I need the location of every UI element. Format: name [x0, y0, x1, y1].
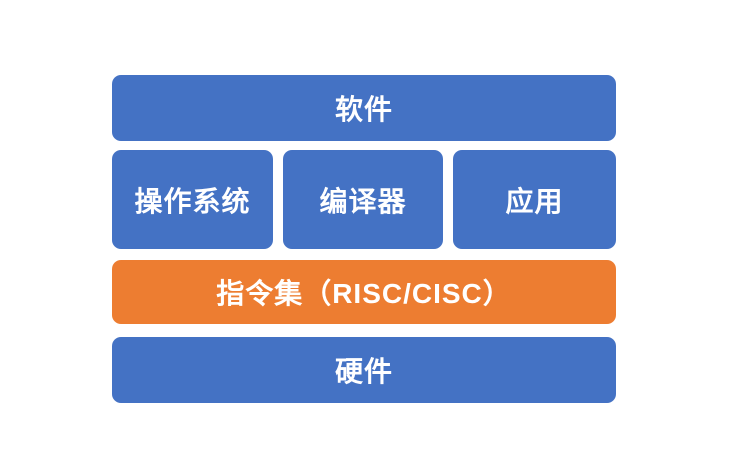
block-application: 应用: [453, 150, 616, 249]
block-operating-system: 操作系统: [112, 150, 273, 249]
block-compiler: 编译器: [283, 150, 443, 249]
block-software: 软件: [112, 75, 616, 141]
block-application-label: 应用: [505, 185, 564, 217]
block-hardware-label: 硬件: [334, 356, 393, 387]
block-hardware: 硬件: [112, 337, 616, 403]
block-instruction-set: 指令集（RISC/CISC）: [112, 260, 616, 324]
block-compiler-label: 编译器: [319, 185, 407, 217]
block-instruction-set-label: 指令集（RISC/CISC）: [216, 278, 512, 309]
block-operating-system-label: 操作系统: [134, 185, 251, 217]
block-software-label: 软件: [334, 94, 393, 125]
